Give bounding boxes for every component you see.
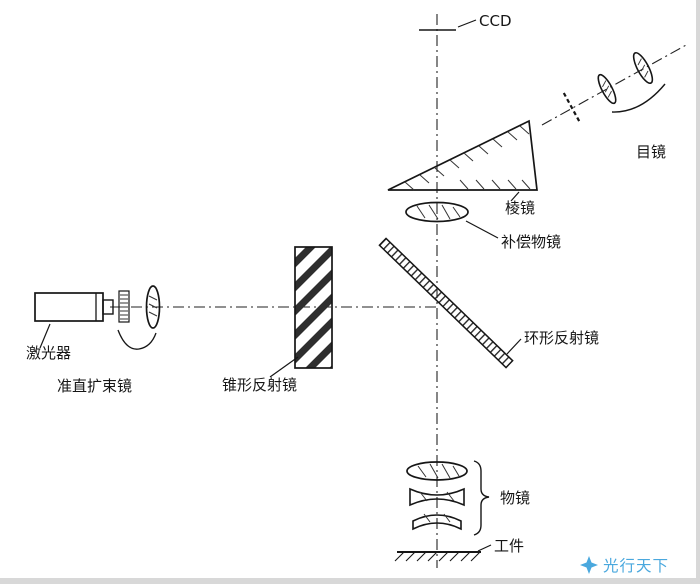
meniscus-element [412,514,462,531]
prism [387,119,538,202]
biconcave-element [409,487,465,507]
right-edge-strip [696,0,700,584]
ring-mirror [378,237,522,369]
eyepiece-brace [611,83,666,113]
objective-label: 物镜 [500,489,530,507]
eyepiece-label: 目镜 [636,143,666,161]
compensator-objective [405,201,499,239]
ring-mirror-label: 环形反射镜 [524,329,599,347]
workpiece [394,544,492,562]
objective-group [406,460,490,536]
watermark-text: 光行天下 [603,557,669,575]
prism-label: 棱镜 [505,199,535,217]
beam-expander [117,285,161,350]
expander-element [118,290,130,323]
objective-brace [473,460,490,536]
ccd-marker [419,19,477,31]
bottom-edge-strip [0,578,700,584]
cone-mirror-pointer-line [269,356,299,378]
eyepiece-group [562,51,666,124]
eyepiece-lens-1 [597,73,617,105]
laser-pointer-line [39,323,51,349]
watermark-star-icon [580,556,598,574]
laser [34,292,114,349]
laser-aperture [102,299,114,315]
compensator-pointer-line [465,220,499,239]
laser-body [34,292,104,322]
expander-brace [117,329,157,350]
prism-hatch [404,125,531,191]
ccd-label: CCD [479,12,512,30]
eyepiece-axis [541,43,689,126]
ccd-pointer-line [457,19,477,28]
eyepiece-lens-2 [632,51,654,85]
cone-mirror-label: 锥形反射镜 [222,376,297,394]
prism-pointer-line [510,191,520,202]
optical-axes [110,14,689,568]
watermark: 光行天下 [580,556,669,575]
workpiece-label: 工件 [494,537,524,555]
cone-mirror [269,246,333,378]
prism-body [387,119,538,191]
workpiece-hatch [394,551,481,562]
reticle-dashed-stop [562,92,582,124]
laser-label: 激光器 [26,344,71,362]
ring-mirror-pointer-line [506,338,522,355]
workpiece-pointer-line [477,544,492,552]
compensator-objective-label: 补偿物镜 [501,233,561,251]
beam-expander-label: 准直扩束镜 [57,377,132,395]
collimator-lens [145,285,161,329]
